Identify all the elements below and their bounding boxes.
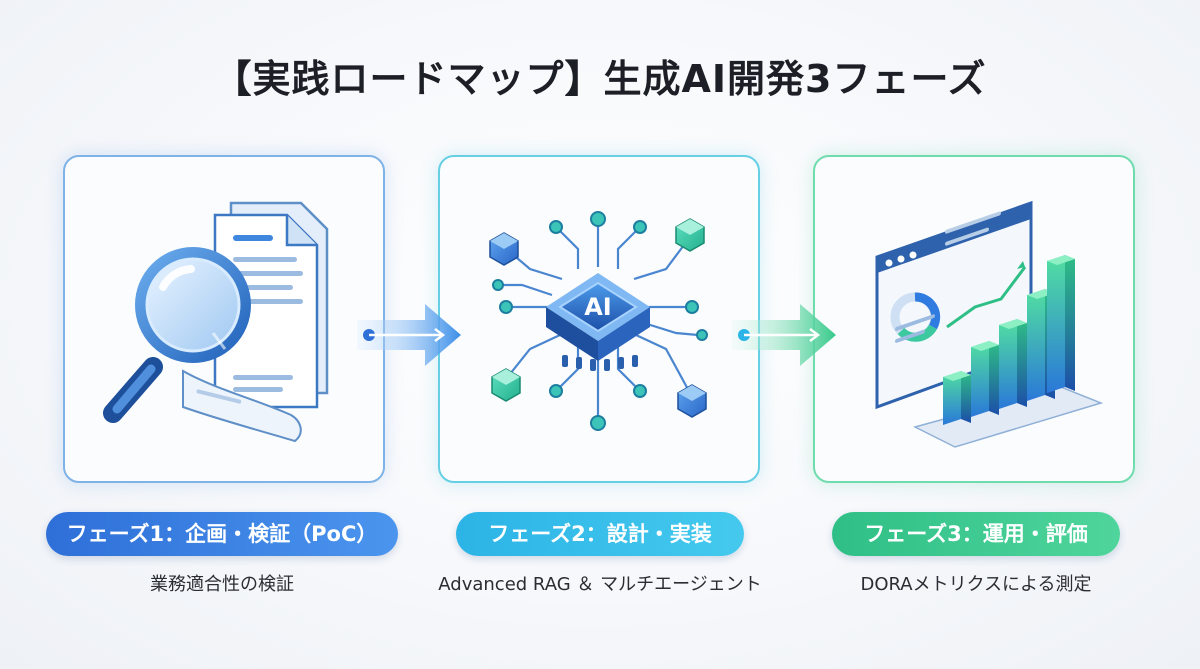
phase-3-label: フェーズ3：運用・評価: [832, 512, 1120, 556]
chip-label: AI: [584, 293, 612, 321]
phase-3-caption: DORAメトリクスによる測定: [860, 574, 1092, 595]
document-magnifier-icon: [103, 201, 329, 443]
phase-2-caption: Advanced RAG ＆ マルチエージェント: [438, 574, 762, 595]
phase-3-card: [813, 155, 1135, 483]
arrow-right-icon: [357, 304, 461, 366]
phase-1-label: フェーズ1：企画・検証（PoC）: [46, 512, 398, 556]
phase-2-label: フェーズ2：設計・実装: [456, 512, 744, 556]
ai-chip-network-icon: AI: [489, 211, 708, 431]
phase-1-card: [63, 155, 385, 483]
phase-1-caption: 業務適合性の検証: [150, 574, 294, 595]
dashboard-chart-icon: [875, 200, 1104, 448]
arrow-right-icon: [732, 304, 836, 366]
phase-2-card: AI: [438, 155, 760, 483]
page-title: 【実践ロードマップ】生成AI開発3フェーズ: [213, 57, 987, 101]
